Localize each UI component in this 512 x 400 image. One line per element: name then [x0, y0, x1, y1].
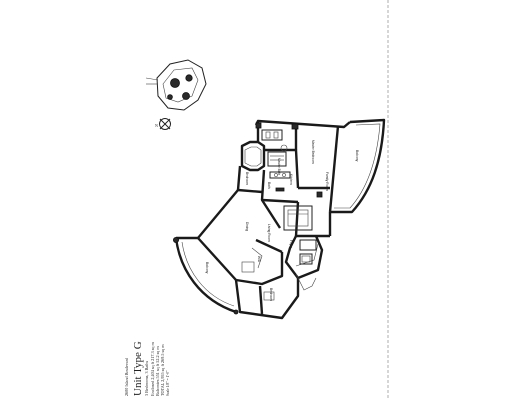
room-label-kitchen: Kitchen [289, 174, 293, 185]
room-label-master-bedroom: Master Bedroom [311, 140, 315, 164]
area-line-balconies: Balconies 551 sq ft 52.2 sq m [155, 346, 160, 396]
room-label-family-room: Family Room [325, 172, 329, 191]
key-plan [145, 59, 207, 111]
unit-type-title: Unit Type G [132, 341, 144, 396]
area-line-enclosed: Enclosed 2,404 sq ft 217.3 sq m [150, 342, 156, 396]
room-labels: Master Bath Master Bedroom Balcony Bedro… [205, 140, 359, 301]
room-label-master-bath: Master Bath [277, 158, 281, 175]
room-label-balcony-bottom: Balcony [205, 262, 209, 274]
plan-address: 2600 Island Boulevard [124, 357, 129, 396]
room-label-living-room: Living Room [267, 224, 271, 242]
north-label: N [155, 123, 158, 128]
room-label-balcony-top: Balcony [355, 150, 359, 162]
plan-walls [172, 118, 386, 320]
room-label-bedroom-2: Bedroom [245, 172, 249, 185]
bed-bath-line: 3 Bedrooms, 3 Baths [144, 361, 150, 396]
room-label-bedroom-3: Bedroom [269, 288, 273, 301]
room-label-bath: Bath [267, 182, 271, 189]
area-line-total: TOTAL 2,955 sq ft 269.5 sq m [160, 344, 166, 396]
title-block: 2600 Island Boulevard Unit Type G 3 Bedr… [124, 341, 170, 396]
compass-icon [159, 118, 171, 130]
room-label-laundry: W/D [257, 256, 261, 263]
plan-fixtures [241, 129, 317, 301]
scale-note: Scale 1/8" = 1'-0" [166, 370, 170, 396]
room-label-dining: Dining [245, 222, 249, 231]
room-label-foyer: Foyer [289, 240, 293, 249]
